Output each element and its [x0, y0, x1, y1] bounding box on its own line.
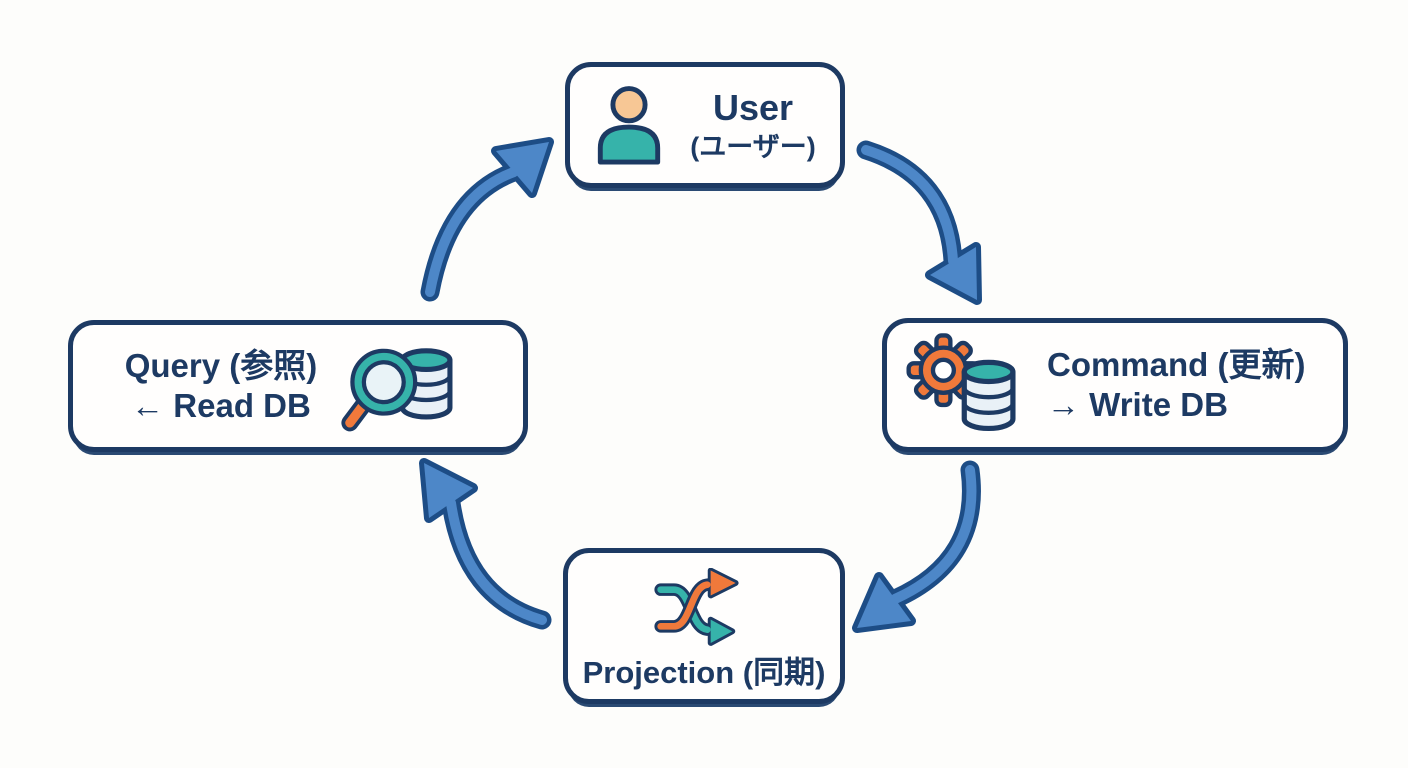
shuffle-icon: [654, 568, 739, 647]
user-node: User (ユーザー): [565, 62, 845, 188]
arrow-user-to-command: [856, 140, 982, 305]
user-icon: [598, 86, 661, 165]
arrow-query-to-user: [420, 137, 554, 302]
user-subtitle: (ユーザー): [690, 132, 816, 163]
query-title: Query (参照): [124, 346, 318, 384]
projection-title: Projection (同期): [582, 655, 826, 691]
arrow-projection-to-query: [419, 458, 552, 630]
command-title: Command (更新): [1047, 345, 1306, 383]
shuffle-orange-arrow: [654, 568, 739, 633]
gear-database-icon: [906, 333, 1016, 432]
user-title: User: [712, 86, 794, 128]
magnifier-database-icon: [341, 348, 453, 432]
query-subtitle: ← Read DB: [131, 387, 311, 424]
arrow-command-to-projection: [852, 460, 981, 633]
command-subtitle: → Write DB: [1047, 386, 1228, 423]
command-node: Command (更新) → Write DB: [882, 318, 1348, 452]
projection-node: Projection (同期): [563, 548, 845, 704]
query-node: Query (参照) ← Read DB: [68, 320, 528, 452]
